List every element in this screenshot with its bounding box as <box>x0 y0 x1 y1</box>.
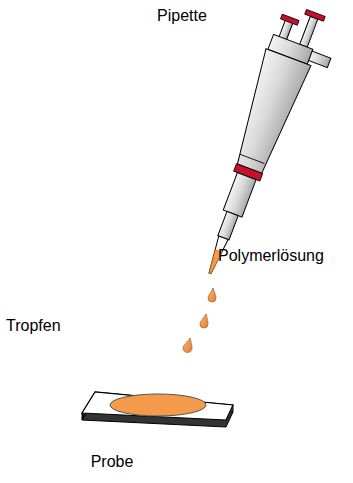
drops <box>183 288 216 353</box>
sample-plate <box>82 392 233 427</box>
polymer-film <box>110 394 206 416</box>
part-label: Tropfen <box>6 316 61 335</box>
part-label: Polymerlösung <box>218 246 324 265</box>
pipette <box>185 1 344 286</box>
part-label: Pipette <box>157 6 207 25</box>
part-label: Probe <box>91 452 134 471</box>
